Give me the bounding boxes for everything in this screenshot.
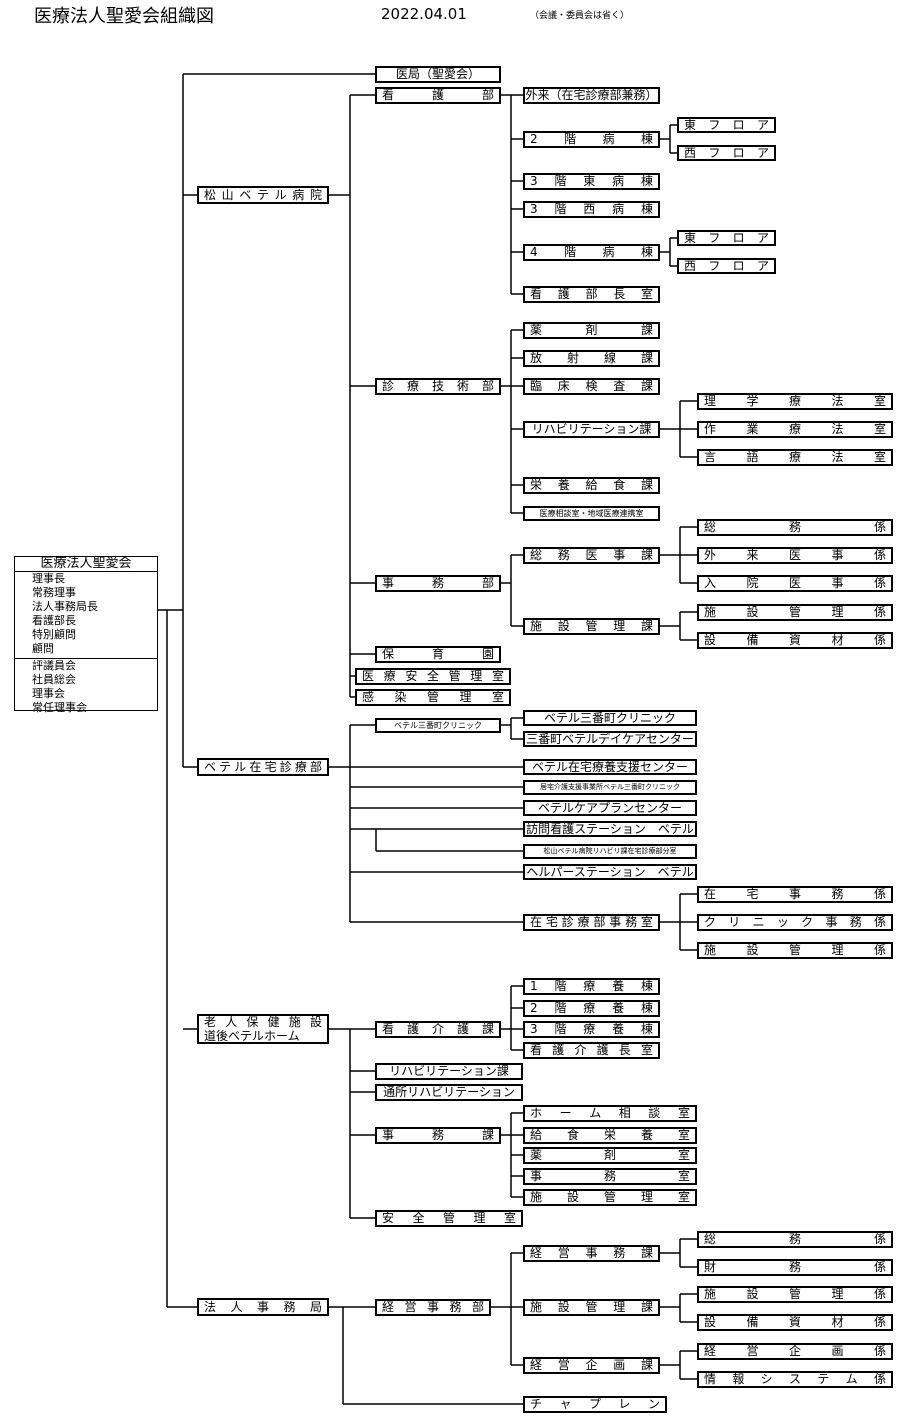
- ward2-east-box: 東フロア: [677, 117, 776, 133]
- rinsho-box: 臨床検査課: [523, 378, 660, 395]
- officer-item: 理事長: [32, 572, 65, 585]
- roken-chief-box: 看護介護長室: [523, 1042, 660, 1059]
- hc-kyotaku-box: 居宅介護支援事業所ベテル三番町クリニック: [523, 780, 697, 795]
- hq-keiei-jimu-box: 経営事務課: [523, 1245, 660, 1262]
- roken-tsusho-box: 通所リハビリテーション: [375, 1084, 523, 1101]
- roken-anzen-box: 安全管理室: [375, 1210, 523, 1227]
- roken-home-sodan-box: ホーム相談室: [523, 1105, 697, 1122]
- roken-shisetsu-box: 施設管理室: [523, 1189, 697, 1206]
- kango-box: 看護部: [375, 87, 501, 104]
- hc-office-box: 在宅診療部事務室: [523, 914, 660, 931]
- council-list: 評議員会 社員総会 理事会 常任理事会: [15, 658, 157, 715]
- officer-item: 常務理事: [32, 586, 76, 599]
- st-box: 言語療法室: [697, 449, 893, 466]
- officer-item: 法人事務局長: [32, 600, 98, 613]
- hc-clinic-box: ベテル三番町クリニック: [375, 718, 501, 733]
- pt-box: 理学療法室: [697, 393, 893, 410]
- hq-setsubi-box: 設備資材係: [697, 1314, 893, 1331]
- reha-box: リハビリテーション課: [523, 421, 660, 438]
- officer-item: 顧問: [32, 642, 54, 655]
- roken-yakuzai-box: 薬剤室: [523, 1147, 697, 1164]
- root-organization-name: 医療法人聖愛会: [15, 557, 157, 572]
- ikyoku-box: 医局（聖愛会）: [375, 66, 501, 83]
- division-roken-line1: 老人保健施設: [204, 1015, 322, 1029]
- ot-box: 作業療法室: [697, 421, 893, 438]
- somu-box: 総務係: [697, 519, 893, 536]
- hc-reha-bunshitsu-box: 松山ベテル病院リハビリ課在宅診療部分室: [523, 844, 697, 859]
- chart-note: （会議・委員会は省く）: [530, 11, 630, 21]
- jimu-box: 事務部: [375, 575, 501, 592]
- page-title: 医療法人聖愛会組織図: [34, 6, 214, 27]
- hc-helper-box: ヘルパーステーション ベテル: [523, 864, 697, 880]
- ward4-west-box: 西フロア: [677, 258, 776, 274]
- hc-daycare-box: 三番町ベテルデイケアセンター: [523, 731, 697, 747]
- chart-date: 2022.04.01: [381, 5, 467, 23]
- hq-keiei-box: 経営事務部: [375, 1299, 491, 1316]
- roken-jimu-box: 事務課: [375, 1127, 501, 1144]
- hq-somu-box: 総務係: [697, 1231, 893, 1248]
- hc-shisetsu-box: 施設管理係: [697, 942, 893, 959]
- shinryo-box: 診療技術部: [375, 378, 501, 395]
- roken-jimushitsu-box: 事務室: [523, 1168, 697, 1185]
- eiyo-box: 栄養給食課: [523, 477, 660, 494]
- ward2-west-box: 西フロア: [677, 145, 776, 161]
- anzen-box: 医療安全管理室: [355, 668, 511, 685]
- hq-zaimu-box: 財務係: [697, 1259, 893, 1276]
- council-item: 社員総会: [32, 673, 76, 686]
- council-item: 評議員会: [32, 659, 76, 672]
- hq-chaplain-box: チャプレン: [523, 1396, 667, 1413]
- hq-kikaku-kakari-box: 経営企画係: [697, 1343, 893, 1360]
- roken-reha-box: リハビリテーション課: [375, 1063, 523, 1080]
- shisetsu-kanri-kakari-box: 施設管理係: [697, 604, 893, 621]
- root-organization-box: 医療法人聖愛会 理事長 常務理事 法人事務局長 看護部長 特別顧問 顧問 評議員…: [14, 556, 158, 714]
- ward4-east-box: 東フロア: [677, 230, 776, 246]
- division-homecare: ベテル在宅診療部: [197, 758, 329, 776]
- division-hospital: 松山ベテル病院: [197, 186, 329, 204]
- hoiku-box: 保育園: [375, 646, 501, 663]
- nyuin-iji-box: 入院医事係: [697, 575, 893, 592]
- hq-shisetsu-kanri-kakari-box: 施設管理係: [697, 1286, 893, 1303]
- division-roken-line2: 道後ベテルホーム: [204, 1029, 300, 1043]
- yakuzai-box: 薬剤課: [523, 322, 660, 339]
- roken-kyushoku-box: 給食栄養室: [523, 1127, 697, 1144]
- officer-item: 特別顧問: [32, 628, 76, 641]
- hc-houmon-box: 訪問看護ステーション ベテル: [523, 821, 697, 837]
- shisetsu-kanri-box: 施設管理課: [523, 618, 660, 635]
- council-item: 理事会: [32, 687, 65, 700]
- gairai-iji-box: 外来医事係: [697, 547, 893, 564]
- hq-kikaku-box: 経営企画課: [523, 1357, 660, 1374]
- hoshasen-box: 放射線課: [523, 350, 660, 367]
- hc-careplan-box: ベテルケアプランセンター: [523, 800, 697, 816]
- hc-support-box: ベテル在宅療養支援センター: [523, 759, 697, 775]
- gairai-box: 外来（在宅診療部兼務）: [523, 87, 660, 104]
- hq-joho-box: 情報システム係: [697, 1371, 893, 1388]
- kansen-box: 感染管理室: [355, 689, 511, 706]
- hc-clinic-jimu-box: クリニック事務係: [697, 914, 893, 931]
- officer-list: 理事長 常務理事 法人事務局長 看護部長 特別顧問 顧問: [15, 572, 157, 656]
- hc-clinic-right-box: ベテル三番町クリニック: [523, 710, 697, 726]
- council-item: 常任理事会: [32, 701, 87, 714]
- somu-iji-box: 総務医事課: [523, 547, 660, 564]
- kango-office-box: 看護部長室: [523, 286, 660, 303]
- hq-shisetsu-kanri-box: 施設管理課: [523, 1299, 660, 1316]
- division-roken: 老人保健施設 道後ベテルホーム: [197, 1014, 329, 1044]
- officer-item: 看護部長: [32, 614, 76, 627]
- sodan-box: 医療相談室・地域医療連携室: [523, 506, 660, 521]
- hc-zaitaku-jimu-box: 在宅事務係: [697, 886, 893, 903]
- division-hq: 法人事務局: [197, 1298, 329, 1316]
- setsubi-box: 設備資材係: [697, 632, 893, 649]
- roken-kango-kaigo-box: 看護介護課: [375, 1021, 501, 1038]
